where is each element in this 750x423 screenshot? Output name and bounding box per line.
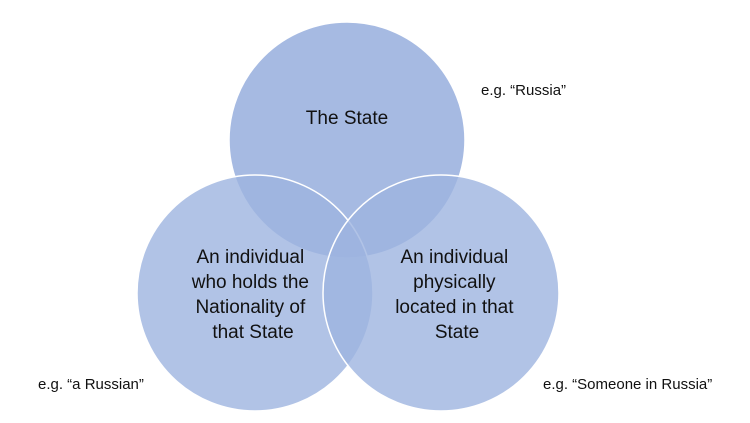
example-state: e.g. “Russia” bbox=[481, 82, 566, 99]
label-nationality: An individual who holds the Nationality … bbox=[191, 247, 315, 343]
label-nationality-line: An individual bbox=[196, 247, 304, 268]
example-nationality: e.g. “a Russian” bbox=[38, 376, 144, 393]
label-state: The State bbox=[306, 108, 388, 129]
label-location-line: An individual bbox=[400, 247, 508, 268]
label-location-line: physically bbox=[413, 272, 496, 293]
venn-circles bbox=[136, 21, 560, 412]
example-location: e.g. “Someone in Russia” bbox=[543, 376, 712, 393]
label-nationality-line: Nationality of bbox=[195, 297, 306, 318]
label-location-line: State bbox=[435, 322, 479, 343]
label-location: An individual physically located in that… bbox=[395, 247, 519, 343]
label-location-line: located in that bbox=[395, 297, 514, 318]
label-nationality-line: who holds the bbox=[191, 272, 309, 293]
label-state-line: The State bbox=[306, 108, 388, 129]
circle-location bbox=[322, 174, 560, 412]
label-nationality-line: that State bbox=[212, 322, 293, 343]
